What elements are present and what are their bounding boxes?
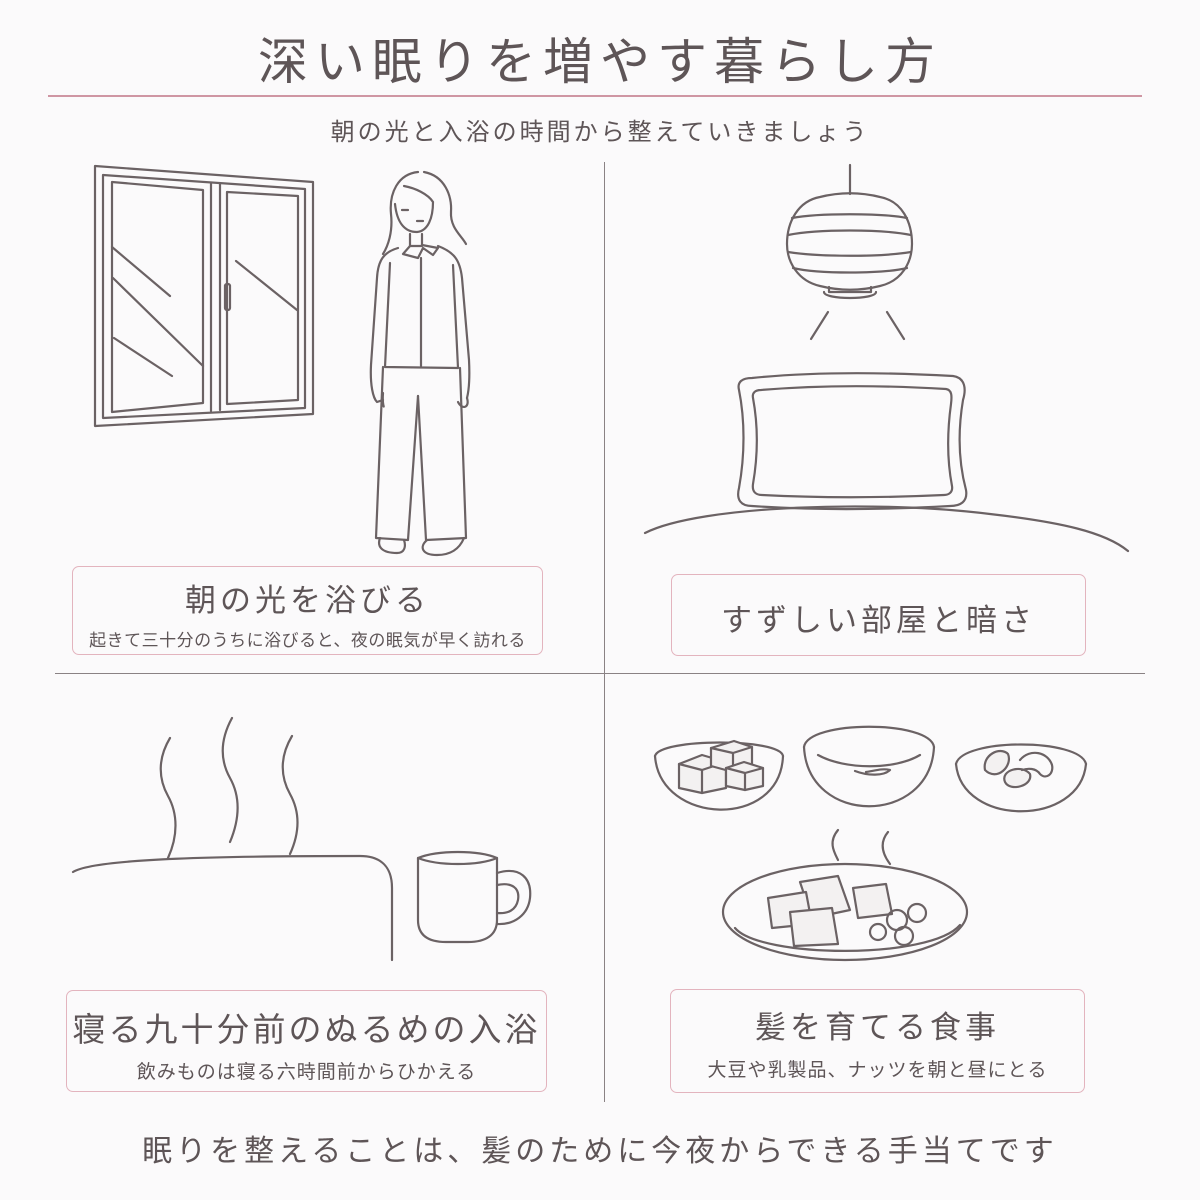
woman-illustration [369, 170, 471, 557]
mug-illustration [416, 850, 532, 944]
window-illustration [93, 164, 315, 428]
card-subtitle: 大豆や乳製品、ナッツを朝と昼にとる [707, 1059, 1048, 1081]
bed-outline [643, 505, 1130, 553]
card-subtitle: 飲みものは寝る六時間前からひかえる [136, 1061, 477, 1083]
card-title: すずしい部屋と暗さ [721, 603, 1036, 639]
panel-card-warm-bath: 寝る九十分前のぬるめの入浴 飲みものは寝る六時間前からひかえる [66, 990, 547, 1092]
horizontal-divider [55, 673, 1145, 674]
plate-illustration [721, 862, 969, 962]
card-title: 寝る九十分前のぬるめの入浴 [72, 1010, 541, 1049]
plate-steam-illustration [831, 828, 892, 866]
steam-illustration [159, 716, 299, 860]
page-subtitle: 朝の光と入浴の時間から整えていきましょう [330, 118, 870, 146]
card-title: 髪を育てる食事 [755, 1010, 1000, 1046]
pendant-lamp-illustration [785, 163, 914, 341]
vertical-divider [604, 162, 605, 1102]
title-divider [48, 95, 1142, 97]
bathtub-outline [71, 854, 394, 962]
card-title: 朝の光を浴びる [185, 583, 430, 619]
yogurt-bowl-illustration [802, 725, 936, 808]
tofu-bowl-illustration [653, 739, 785, 811]
nuts-bowl-illustration [954, 743, 1088, 813]
panel-card-hair-diet: 髪を育てる食事 大豆や乳製品、ナッツを朝と昼にとる [670, 989, 1085, 1093]
page-title: 深い眠りを増やす暮らし方 [258, 33, 942, 91]
panel-card-cool-dark-room: すずしい部屋と暗さ [671, 574, 1086, 656]
card-subtitle: 起きて三十分のうちに浴びると、夜の眠気が早く訪れる [89, 631, 526, 651]
pillow-illustration [737, 372, 968, 511]
footer-message: 眠りを整えることは、髪のために今夜からできる手当てです [142, 1134, 1058, 1169]
panel-card-morning-light: 朝の光を浴びる 起きて三十分のうちに浴びると、夜の眠気が早く訪れる [72, 566, 543, 655]
